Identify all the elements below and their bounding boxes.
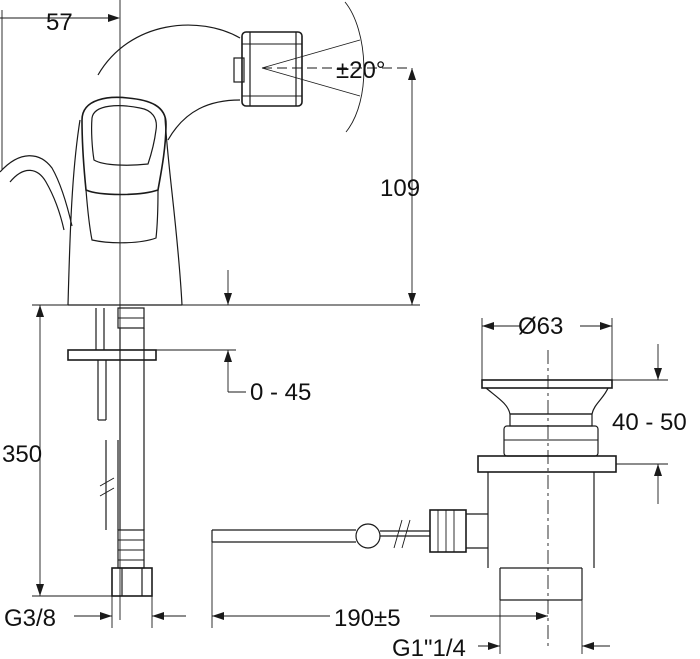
pop-up-waste [211, 379, 617, 601]
dimension-lines [0, 10, 668, 654]
dimension-spout-reach: 57 [46, 9, 73, 36]
dimension-hose-length: 350 [2, 441, 42, 468]
dimension-rod-length: 190±5 [334, 605, 401, 632]
dimension-inlet-thread: G3/8 [4, 605, 56, 632]
mixer-body [0, 1, 410, 306]
dimension-waste-thread: G1"1/4 [392, 635, 466, 659]
dimension-height: 109 [380, 175, 420, 202]
dimension-deck-thickness: 0 - 45 [250, 379, 311, 406]
centre-lines [119, 0, 549, 648]
dimension-spray-angle: ±20° [336, 57, 385, 84]
supply-hoses [67, 307, 157, 597]
dimension-waste-height: 40 - 50 [612, 409, 687, 436]
dimension-waste-diameter: Ø63 [518, 313, 563, 340]
